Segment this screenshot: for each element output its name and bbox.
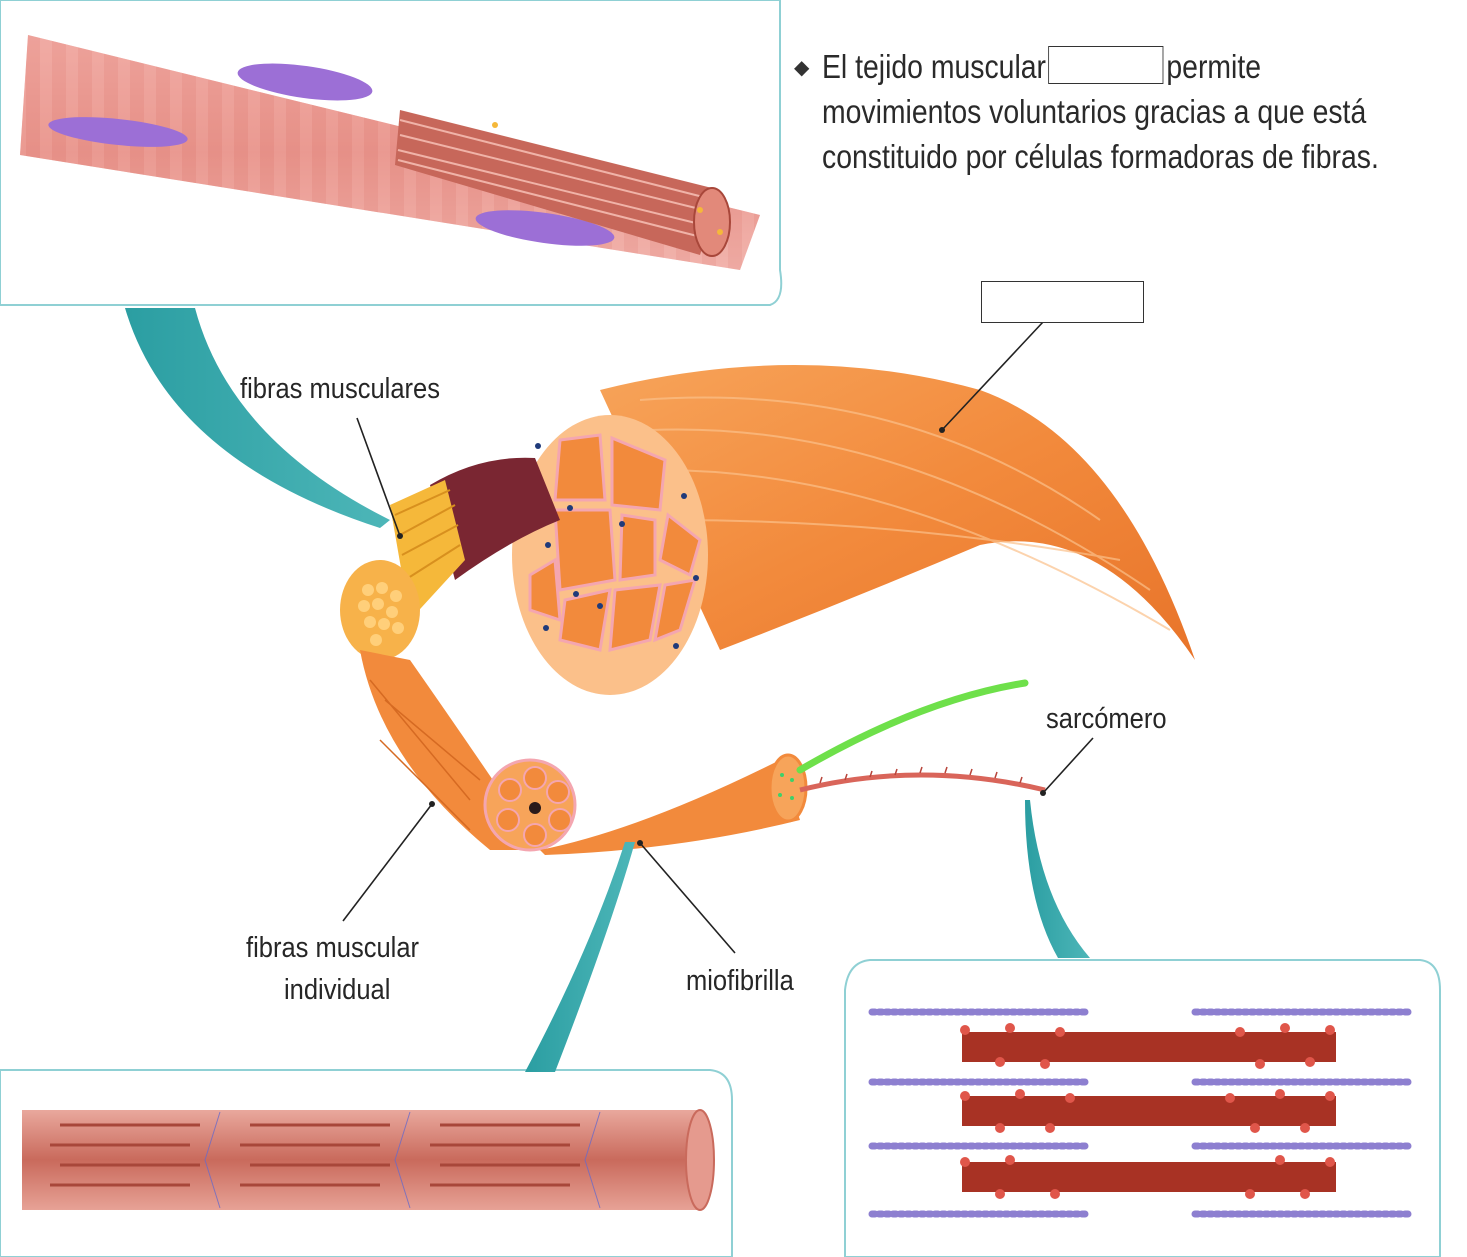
individual-fiber [360,650,577,852]
label-fibra-individual-line1: fibras muscular [246,932,420,964]
callout-connector [525,842,635,1072]
actin-filaments [868,1008,1414,1218]
label-miofibrilla: miofibrilla [686,965,794,997]
statement-paragraph: El tejido muscular permite movimientos vo… [822,44,1379,179]
whole-muscle [600,365,1195,660]
myofibril [540,679,1046,855]
nucleus [48,117,188,147]
callout-top-left [0,0,783,528]
statement-part1: El tejido muscular [822,48,1046,85]
label-fibras-musculares: fibras musculares [240,373,440,405]
nucleus [237,63,373,101]
myofibril-tube [22,1109,715,1211]
callout-connector [125,308,390,528]
answer-blank-inline[interactable] [1048,46,1164,84]
statement-line3: constituido por células formadoras de fi… [822,138,1379,175]
callout-bottom-left [0,842,733,1257]
muscle-cell-illustration [20,35,760,270]
callout-bottom-right [844,800,1441,1257]
leader-lines [342,321,1094,954]
callout-connector [1025,800,1090,958]
nucleus [475,210,615,246]
label-fibra-individual-line2: individual [284,974,391,1006]
label-sarcomero: sarcómero [1046,703,1167,735]
myofilament-green [796,679,1029,774]
answer-blank-muscle[interactable] [981,281,1144,323]
statement-line2: movimientos voluntarios gracias a que es… [822,93,1367,130]
myofibril-bundle [395,110,720,255]
bullet-icon: ◆ [794,57,810,79]
muscle-cross-section [512,415,708,695]
fascicle [340,457,560,660]
myosin-filaments [962,1032,1336,1192]
sarcomere-filament [799,772,1046,793]
statement-part2: permite [1166,48,1262,85]
